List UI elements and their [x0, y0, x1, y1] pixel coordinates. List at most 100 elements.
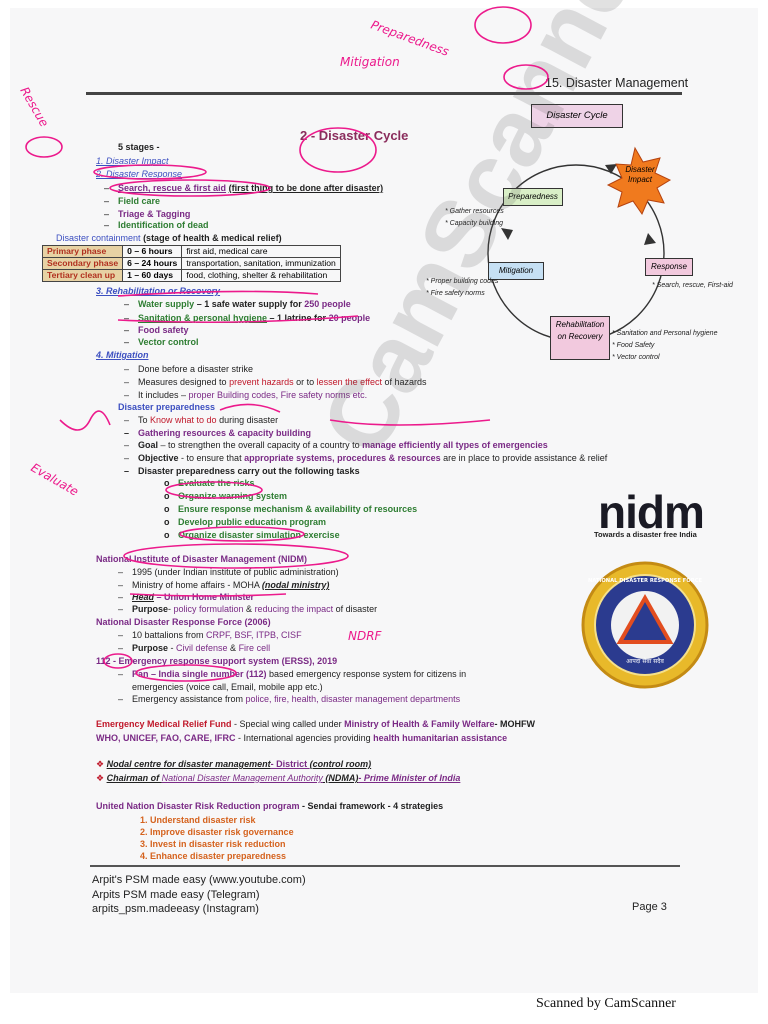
footer-telegram: Arpits PSM made easy (Telegram): [92, 889, 260, 901]
cycle-node-impact: Disaster Impact: [625, 165, 655, 184]
arrow-icon: [644, 233, 656, 245]
undrr-heading: United Nation Disaster Risk Reduction pr…: [96, 801, 444, 811]
ndrf-ring-text: NATIONAL DISASTER RESPONSE FORCE: [588, 578, 703, 584]
containment-heading: Disaster containment (stage of health & …: [56, 233, 282, 243]
annotation-circle: [503, 64, 549, 90]
nidm-heading: National Institute of Disaster Managemen…: [96, 554, 308, 564]
ndrf-item: –Purpose - Civil defense & Fire cell: [118, 643, 271, 653]
nodal-line: ❖ Nodal centre for disaster management- …: [96, 759, 372, 769]
mitigation-item: –Done before a disaster strike: [124, 364, 254, 374]
cycle-note: * Gather resources: [445, 208, 504, 215]
strategy-item: 4. Enhance disaster preparedness: [140, 851, 287, 861]
phase-label: Tertiary clean up: [41, 269, 124, 282]
cycle-note: * Search, rescue, First-aid: [652, 282, 733, 289]
table-row: Tertiary clean up 1 – 60 days food, clot…: [41, 269, 341, 282]
annotation-circle: [299, 127, 377, 173]
mitigation-heading: 4. Mitigation: [96, 350, 149, 360]
scanned-by-footer: Scanned by CamScanner: [536, 996, 676, 1011]
nidm-item: –Ministry of home affairs - MOHA (nodal …: [118, 580, 330, 590]
ndrf-emblem: आपदा सेवा सदैव NATIONAL DISASTER RESPONS…: [581, 561, 709, 689]
annotation-circle: [135, 664, 237, 682]
cycle-node-rehab: Rehabilitation on Recovery: [550, 316, 610, 360]
rehab-item: –Vector control: [124, 337, 199, 347]
preparedness-item: –Goal – to strengthen the overall capaci…: [124, 440, 548, 450]
cycle-note: * Fire safety norms: [426, 290, 485, 297]
preparedness-item: –Objective - to ensure that appropriate …: [124, 453, 608, 463]
fund-line: Emergency Medical Relief Fund - Special …: [96, 719, 535, 729]
annotation-circle: [123, 543, 349, 569]
chapter-header: 15. Disaster Management: [545, 76, 689, 90]
phase-time: 1 – 60 days: [122, 269, 183, 282]
annotation-underline: [219, 403, 281, 413]
impact-burst: [606, 146, 672, 216]
annotation-circle: [93, 164, 207, 180]
preparedness-heading: Disaster preparedness: [118, 402, 216, 412]
handwriting: Mitigation: [340, 55, 400, 69]
footer-youtube: Arpit's PSM made easy (www.youtube.com): [92, 874, 306, 886]
strategy-item: 3. Invest in disaster risk reduction: [140, 839, 286, 849]
cycle-title-box: Disaster Cycle: [531, 104, 623, 128]
annotation-underline: [109, 179, 271, 197]
annotation-circle: [165, 481, 263, 499]
ndrf-motto: आपदा सेवा सदैव: [626, 657, 664, 665]
rehab-item: –Water supply – 1 safe water supply for …: [124, 299, 351, 309]
nidm-logo: nidm: [598, 486, 705, 538]
stage-response: 2. Disaster Response: [96, 169, 183, 179]
annotation-underline: [329, 419, 491, 426]
erss-item: –Pan – India single number (112) based e…: [118, 669, 467, 679]
annotation-underline: [117, 315, 359, 324]
arrow-icon: [605, 164, 617, 174]
handwriting: Rescue: [17, 85, 51, 130]
preparedness-item: –Disaster preparedness carry out the fol…: [124, 466, 360, 476]
phase-desc: food, clothing, shelter & rehabilitation: [181, 269, 341, 282]
preparedness-item: –Gathering resources & capacity building: [124, 428, 312, 438]
nidm-item: –Purpose- policy formulation & reducing …: [118, 604, 378, 614]
response-item: –Search, rescue & first aid (first thing…: [104, 183, 384, 193]
handwriting: Evaluate: [29, 460, 81, 498]
mitigation-item: –Measures designed to prevent hazards or…: [124, 377, 427, 387]
annotation-circle: [25, 136, 63, 158]
strategy-item: 1. Understand disaster risk: [140, 815, 256, 825]
rehab-item: –Sanitation & personal hygiene – 1 latri…: [124, 313, 371, 323]
header-rule: [86, 92, 682, 95]
stages-label: 5 stages -: [118, 142, 160, 152]
footer-instagram: arpits_psm.madeeasy (Instagram): [92, 903, 259, 915]
ndrf-item: –10 battalions from CRPF, BSF, ITPB, CIS…: [118, 630, 302, 640]
cycle-note: * Food Safety: [612, 342, 655, 349]
annotation-underline: [117, 290, 319, 297]
strategy-item: 2. Improve disaster risk governance: [140, 827, 294, 837]
erss-item: –Emergency assistance from police, fire,…: [118, 694, 461, 704]
ndrf-heading: National Disaster Response Force (2006): [96, 617, 271, 627]
annotation-underline: [129, 593, 287, 597]
response-item: –Identification of dead: [104, 220, 209, 230]
response-item: –Field care: [104, 196, 161, 206]
chairman-line: ❖ Chairman of National Disaster Manageme…: [96, 773, 461, 783]
phase-table: Primary phase 0 – 6 hours first aid, med…: [41, 245, 341, 282]
phase-label: Secondary phase: [41, 257, 124, 270]
nidm-item: –1995 (under Indian institute of public …: [118, 567, 339, 577]
cycle-node-response: Response: [645, 258, 693, 276]
cycle-node-preparedness: Preparedness: [503, 188, 563, 206]
mitigation-item: –It includes – proper Building codes, Fi…: [124, 390, 368, 400]
rehab-item: –Food safety: [124, 325, 189, 335]
nidm-tagline: Towards a disaster free India: [594, 530, 697, 539]
page-title: 2 - Disaster Cycle: [300, 128, 409, 143]
nidm-item: –Head – Union Home Minister: [118, 592, 255, 602]
preparedness-item: –To Know what to do during disaster: [124, 415, 279, 425]
cycle-note: * Proper building codes: [426, 278, 499, 285]
arrow-icon: [501, 228, 513, 240]
cycle-diagram: [487, 146, 672, 342]
stage-impact: 1. Disaster Impact: [96, 156, 169, 166]
cycle-node-mitigation: Mitigation: [488, 262, 544, 280]
annotation-circle: [103, 653, 133, 669]
page-number: Page 3: [632, 901, 667, 913]
footer-rule: [90, 865, 680, 867]
cycle-note: * Capacity building: [445, 220, 503, 227]
annotation-circle: [474, 6, 532, 44]
